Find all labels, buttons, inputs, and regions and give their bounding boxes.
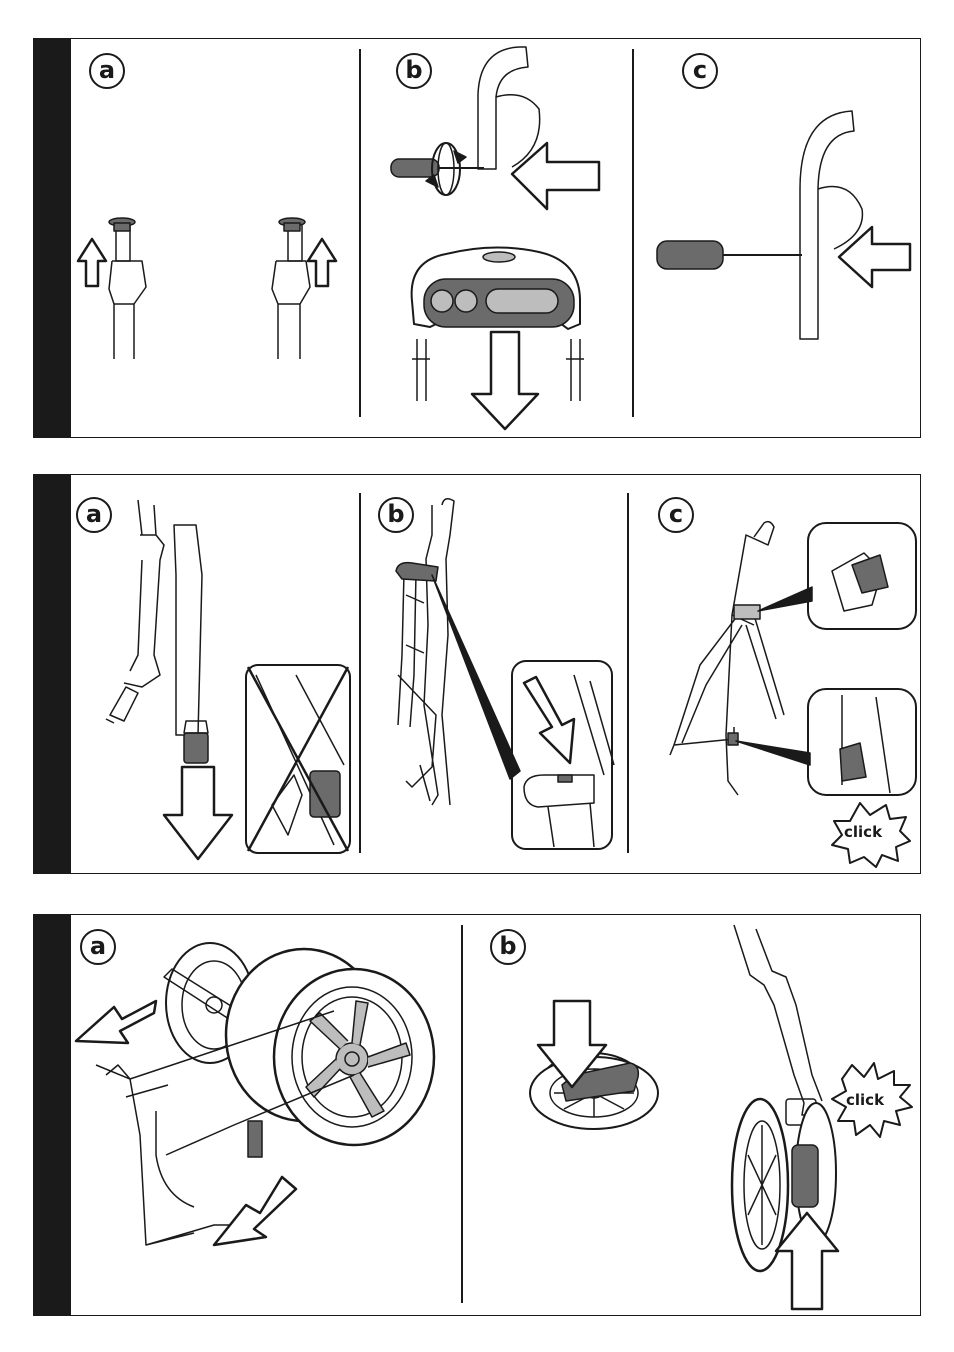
- step-label-b: b: [396, 53, 432, 89]
- instruction-panel-3: click a b: [33, 914, 921, 1316]
- step-label-c: c: [682, 53, 718, 89]
- step-label-a: a: [80, 929, 116, 965]
- instruction-panel-2: click a b c: [33, 474, 921, 874]
- arrow-down-icon: [472, 332, 538, 429]
- panel-2-illustrations: click: [34, 475, 921, 874]
- frame-leg: [734, 925, 822, 1115]
- frame-tube-left: [109, 221, 146, 359]
- step-label-c: c: [658, 497, 694, 533]
- arrow-up-icon: [78, 239, 106, 286]
- handle-tube: [800, 111, 854, 339]
- opening-stroller: [670, 522, 784, 795]
- arrow-left-icon: [839, 227, 910, 287]
- arrow-left-icon: [214, 1177, 296, 1245]
- panel-1-illustrations: [34, 39, 921, 438]
- panel-3-illustrations: click: [34, 915, 921, 1316]
- click-text: click: [844, 823, 883, 841]
- pointer-wedge: [736, 741, 810, 765]
- step-label-b: b: [490, 929, 526, 965]
- latch-inset-bottom: [808, 689, 916, 795]
- click-text: click: [846, 1091, 885, 1109]
- screwdriver-icon: [657, 241, 802, 269]
- step-label-b: b: [378, 497, 414, 533]
- arrow-down-icon: [524, 677, 574, 763]
- handle-tube: [478, 47, 528, 169]
- arrow-left-icon: [76, 1001, 156, 1043]
- step-label-a: a: [76, 497, 112, 533]
- latch-inset-top: [808, 523, 916, 629]
- frame-tube-right: [272, 221, 310, 359]
- step-label-a: a: [89, 53, 125, 89]
- arrow-up-icon: [308, 239, 336, 286]
- tube-cap-right: [279, 218, 305, 231]
- instruction-panel-1: a b c: [33, 38, 921, 438]
- frame-leg: [124, 500, 164, 687]
- folded-stroller: [398, 499, 454, 805]
- tube-cap-left: [109, 218, 135, 231]
- click-burst-icon: click: [832, 803, 910, 867]
- pointer-wedge: [758, 587, 812, 611]
- click-burst-icon: click: [832, 1063, 912, 1137]
- arrow-left-icon: [512, 143, 599, 209]
- arrow-down-icon: [164, 767, 232, 859]
- bumper-bar: [412, 247, 580, 329]
- incorrect-inset: [246, 665, 350, 853]
